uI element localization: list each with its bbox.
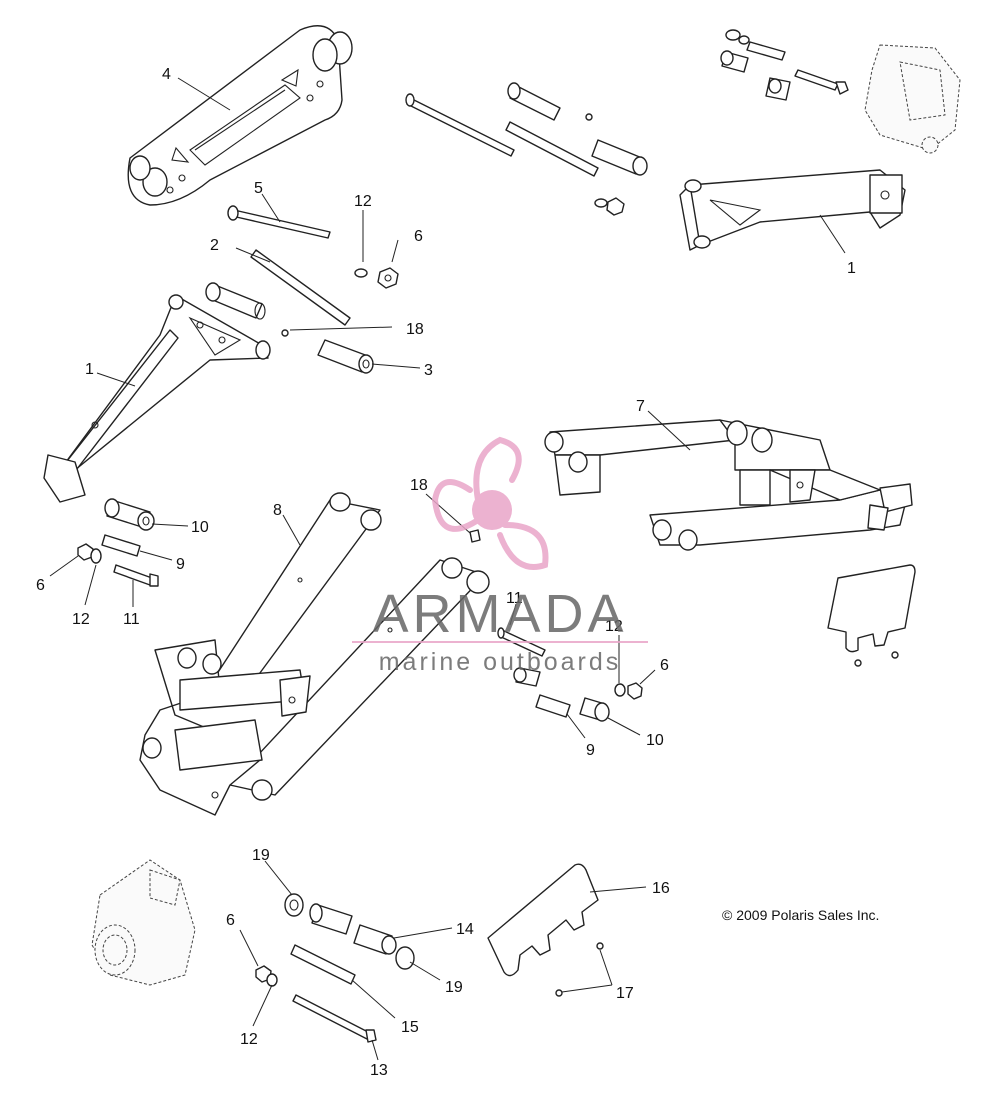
label-18-top: 18 — [406, 321, 424, 338]
label-12-bottom: 12 — [240, 1031, 258, 1048]
knuckle-top-right — [864, 44, 961, 154]
watermark-tagline: marine outboards — [379, 648, 622, 676]
part-nut-top-b — [594, 197, 625, 216]
label-18-mid: 18 — [410, 477, 428, 494]
label-17: 17 — [616, 985, 634, 1002]
part-14-bushing — [353, 924, 397, 955]
part-fitting-top-b — [585, 113, 593, 121]
propeller-logo-icon — [431, 436, 549, 570]
part-9-sleeve-left — [101, 534, 141, 557]
part-4-bracket-plate — [127, 25, 353, 206]
label-11-right: 11 — [506, 590, 523, 607]
part-long-pin-top — [405, 93, 515, 157]
part-bushing-right-small — [513, 667, 541, 687]
label-7: 7 — [636, 398, 645, 415]
part-6-nut-right — [627, 682, 643, 700]
part-12-washer-right — [614, 683, 626, 697]
label-12-top: 12 — [354, 193, 372, 210]
label-15: 15 — [401, 1019, 419, 1036]
copyright-text: © 2009 Polaris Sales Inc. — [722, 907, 879, 923]
watermark-brand: ARMADA — [372, 584, 627, 644]
part-10-bushing-right — [579, 697, 610, 722]
part-flap-right — [827, 564, 916, 667]
part-17-screws — [555, 942, 604, 997]
part-19-washer-a — [284, 893, 304, 917]
label-9-right: 9 — [586, 742, 595, 759]
part-13-bolt — [292, 994, 377, 1043]
label-13: 13 — [370, 1062, 388, 1079]
label-2: 2 — [210, 237, 219, 254]
part-19-washer-b — [395, 946, 415, 970]
part-rod-top — [505, 121, 599, 177]
label-8: 8 — [273, 502, 282, 519]
part-bushing-bottom — [309, 903, 353, 935]
label-3: 3 — [424, 362, 433, 379]
label-9-left: 9 — [176, 556, 185, 573]
propeller-hub-icon — [472, 490, 512, 530]
part-5-long-bolt — [227, 205, 331, 239]
label-12-right: 12 — [605, 618, 623, 635]
part-2-sleeve-rod — [250, 249, 351, 326]
label-14: 14 — [456, 921, 474, 938]
label-6-left: 6 — [36, 577, 45, 594]
label-5: 5 — [254, 180, 263, 197]
part-16-flap — [487, 863, 599, 977]
part-8-swing-arm — [139, 492, 490, 816]
part-bushing-top-b — [591, 139, 648, 176]
label-19-bottom: 19 — [445, 979, 463, 996]
part-1-control-arm-left — [43, 294, 271, 503]
part-12-washer-left — [90, 548, 102, 564]
label-10-right: 10 — [646, 732, 664, 749]
part-15-sleeve — [290, 944, 356, 985]
part-12-washer-top — [354, 268, 368, 278]
part-18-fitting-top — [281, 329, 289, 337]
part-bushing-upper — [205, 282, 266, 320]
part-1-control-arm-right — [679, 169, 906, 251]
part-6-nut-top — [377, 267, 399, 289]
label-6-right: 6 — [660, 657, 669, 674]
label-1-right: 1 — [847, 260, 856, 277]
label-11-left: 11 — [123, 611, 140, 628]
part-12-washer-bottom — [266, 973, 278, 987]
label-6-top: 6 — [414, 228, 423, 245]
part-11-bolt-left — [113, 564, 159, 587]
part-9-sleeve-right — [535, 694, 571, 718]
label-4: 4 — [162, 66, 171, 83]
part-bushing-top-a — [507, 82, 561, 121]
part-3-bushing — [317, 339, 374, 374]
label-19-top: 19 — [252, 847, 270, 864]
label-12-left: 12 — [72, 611, 90, 628]
callout-labels: 4 5 12 2 6 18 3 1 1 7 18 8 10 9 6 12 11 … — [36, 66, 856, 1079]
label-1-left: 1 — [85, 361, 94, 378]
part-7-frame — [544, 419, 913, 551]
label-16: 16 — [652, 880, 670, 897]
knuckle-bottom-left — [91, 859, 196, 986]
armada-watermark: ARMADA marine outboards — [352, 436, 648, 676]
part-10-bushing-left — [104, 498, 155, 531]
leader-lines — [49, 77, 846, 1061]
label-6-bottom: 6 — [226, 912, 235, 929]
part-hardware-top-right — [720, 29, 849, 101]
part-18-fitting-mid — [469, 529, 481, 543]
label-10-left: 10 — [191, 519, 209, 536]
